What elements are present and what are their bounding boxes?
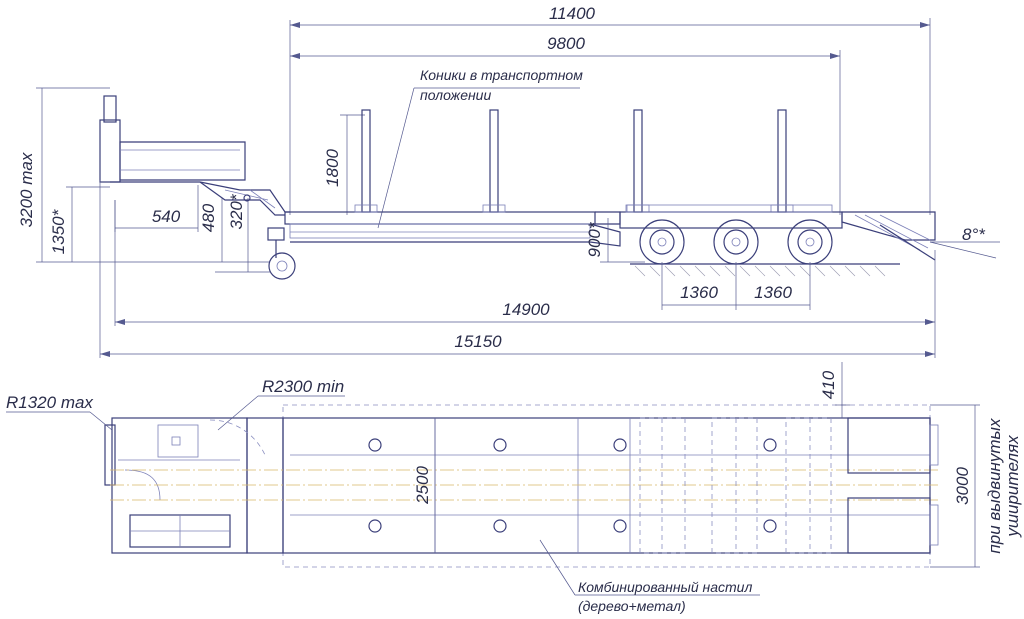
rear-section [619,204,936,261]
dim-r2300-label: R2300 min [262,377,344,396]
width-note-line2: уширителях [1003,435,1022,538]
stake-sockets [368,438,777,533]
turning-arc [209,419,266,456]
side-view: 11400 9800 Коники в транспортном положен… [17,4,1000,358]
top-rear-ramps [847,417,939,554]
ground-hatch [630,263,900,277]
top-front-section [104,417,284,554]
deck-leader [539,539,576,596]
stakes-label-line1: Коники в транспортном [420,67,583,83]
deck-label-line1: Комбинированный настил [578,579,752,595]
dim-9800-line [290,50,841,215]
dim-11400-label: 11400 [549,4,596,23]
landing-gear-wheel [268,252,296,280]
dim-3000-label: 3000 [953,467,972,505]
wheel-axle-1 [639,219,685,265]
extended-width-outline [282,404,931,568]
dim-14900-line [114,200,936,358]
dim-1350-label: 1350* [49,208,68,254]
dim-480-label: 480 [199,203,218,232]
dim-410-label: 410 [819,370,838,399]
dim-14900-label: 14900 [502,300,550,319]
dim-900-line [600,218,645,263]
top-main-frame [110,417,940,554]
dim-15150-label: 15150 [454,332,502,351]
dim-r2300-leader [217,395,259,431]
dim-2500-label: 2500 [413,466,432,505]
width-note-line1: при выдвинутых [985,418,1004,554]
wheel-axle-3 [787,219,833,265]
gooseneck [99,95,290,258]
top-axles [639,417,832,554]
deck-label-line2: (дерево+метал) [578,598,686,614]
dim-3200-line [36,87,270,263]
stakes-label-line2: положении [420,87,491,103]
dim-410-line [835,362,850,418]
dim-1800-line [340,114,365,215]
dim-15150-line [99,180,935,358]
dim-3200-label: 3200 max [17,152,36,227]
dim-1360-label-2: 1360 [754,283,792,302]
dim-900-label: 900* [585,221,604,257]
dim-9800-label: 9800 [547,34,585,53]
dim-11400-line [289,18,931,215]
stakes-leader [377,87,580,229]
top-view: R1320 max R2300 min [6,362,1022,614]
dim-1350-line [66,186,110,262]
dim-1360-line [661,262,811,310]
dim-320-line [215,198,270,273]
dim-3000-line [930,404,980,568]
dim-angle-line [929,241,1000,259]
dim-540-label: 540 [152,207,181,226]
dim-r1320-label: R1320 max [6,393,93,412]
dim-angle-label: 8°* [962,225,986,244]
dim-320-label: 320* [227,193,246,229]
platform [284,211,621,247]
dim-1360-label-1: 1360 [680,283,718,302]
dim-1800-label: 1800 [323,149,342,187]
wheel-axle-2 [713,219,759,265]
stakes [354,109,794,213]
dim-r1320-leader [89,411,113,431]
